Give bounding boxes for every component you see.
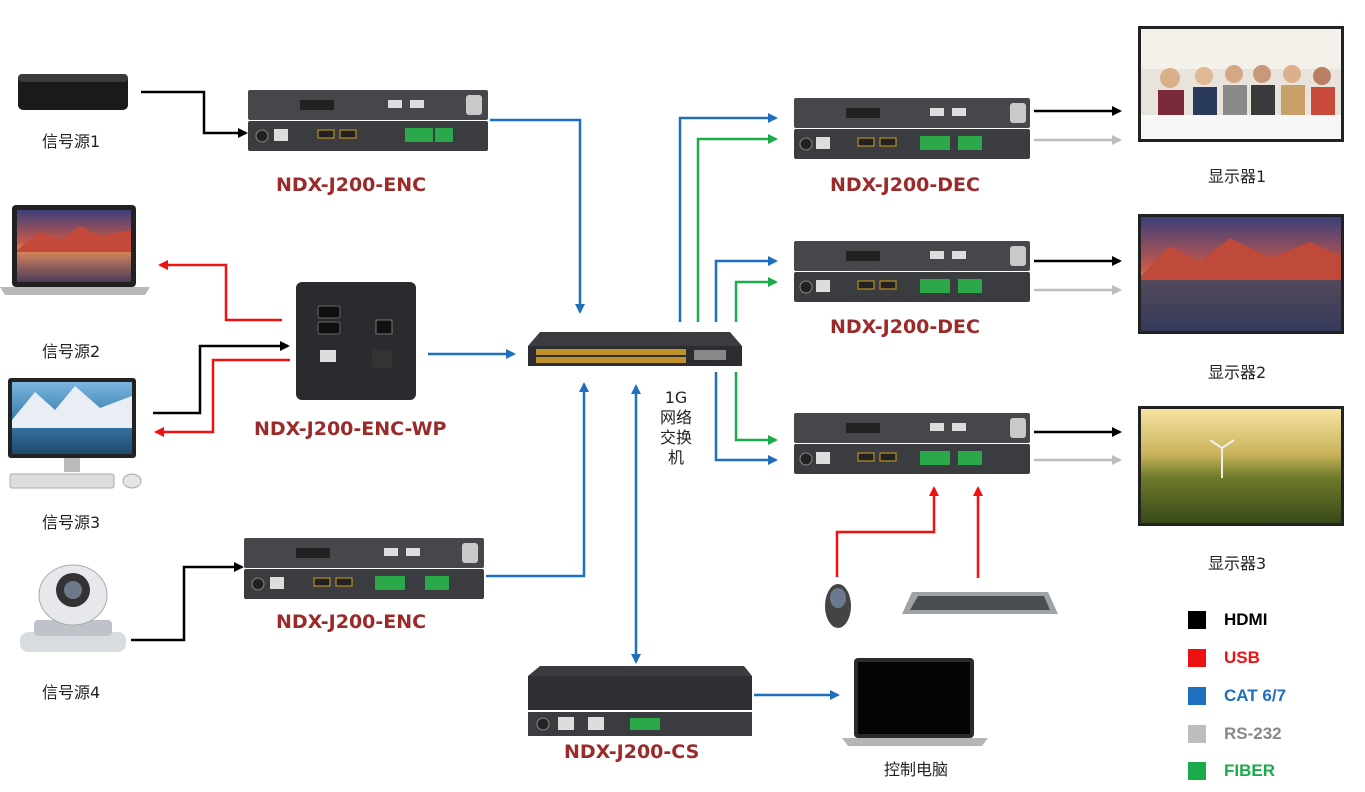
enc-bottom-model: NDX-J200-ENC [276, 611, 427, 633]
legend-hdmi: HDMI [1188, 609, 1267, 631]
switch-label: 1G 网络 交换 机 [659, 388, 692, 467]
display-2-label: 显示器2 [1208, 363, 1267, 382]
hdmi-source4-enc [131, 562, 244, 642]
enc-top-model: NDX-J200-ENC [276, 174, 427, 196]
hdmi-source3-wp [153, 341, 290, 415]
display-3-screen [1138, 406, 1344, 526]
enc-bottom-device [244, 538, 484, 599]
source-3-label: 信号源3 [42, 513, 101, 532]
legend-swatch [1188, 611, 1206, 629]
control-laptop [842, 658, 988, 746]
source-4-ptz-camera [20, 564, 126, 652]
usb-wp-source2 [158, 260, 282, 322]
display-3-label: 显示器3 [1208, 554, 1267, 573]
source-4-label: 信号源4 [42, 683, 101, 702]
cat-switch-dec2 [714, 256, 778, 322]
usb-wp-source3 [154, 358, 290, 437]
enc-wp-model: NDX-J200-ENC-WP [254, 418, 447, 440]
dec-1-model: NDX-J200-DEC [830, 174, 980, 196]
network-switch [528, 332, 742, 366]
legend-usb: USB [1188, 647, 1260, 669]
source-2-label: 信号源2 [42, 342, 101, 361]
display-2-screen [1138, 214, 1344, 334]
fiber-switch-dec1 [696, 134, 778, 322]
cat-switch-dec3 [714, 372, 778, 465]
legend-swatch [1188, 649, 1206, 667]
dec-1-device [794, 98, 1030, 159]
display-1-screen [1138, 26, 1344, 142]
legend-fiber: FIBER [1188, 760, 1275, 782]
fiber-switch-dec3 [734, 372, 778, 445]
cs-device [528, 666, 752, 736]
control-pc-label: 控制电脑 [884, 760, 949, 779]
legend-swatch [1188, 687, 1206, 705]
dec-2-device [794, 241, 1030, 302]
legend-swatch [1188, 762, 1206, 780]
enc-top-device [248, 90, 488, 151]
source-1-label: 信号源1 [42, 132, 101, 151]
cs-model: NDX-J200-CS [564, 741, 700, 763]
cat-switch-dec1 [678, 113, 778, 322]
hdmi-source1-enc [141, 90, 248, 138]
cat-enc-bottom-switch [486, 382, 589, 578]
source-2-laptop [0, 205, 150, 295]
legend-swatch [1188, 725, 1206, 743]
legend-rs232: RS-232 [1188, 723, 1282, 745]
source-1-media-box [18, 74, 128, 110]
source-3-desktop [8, 378, 142, 489]
mouse-icon [825, 584, 851, 628]
dec-2-model: NDX-J200-DEC [830, 316, 980, 338]
dec-3-device [794, 413, 1030, 474]
usb-mouse-dec3 [835, 486, 939, 577]
cat-enc-top-switch [490, 118, 585, 314]
enc-wp-device [296, 282, 416, 400]
display-1-label: 显示器1 [1208, 167, 1267, 186]
legend-cat: CAT 6/7 [1188, 685, 1286, 707]
keyboard-icon [902, 592, 1058, 614]
fiber-switch-dec2 [734, 277, 778, 322]
